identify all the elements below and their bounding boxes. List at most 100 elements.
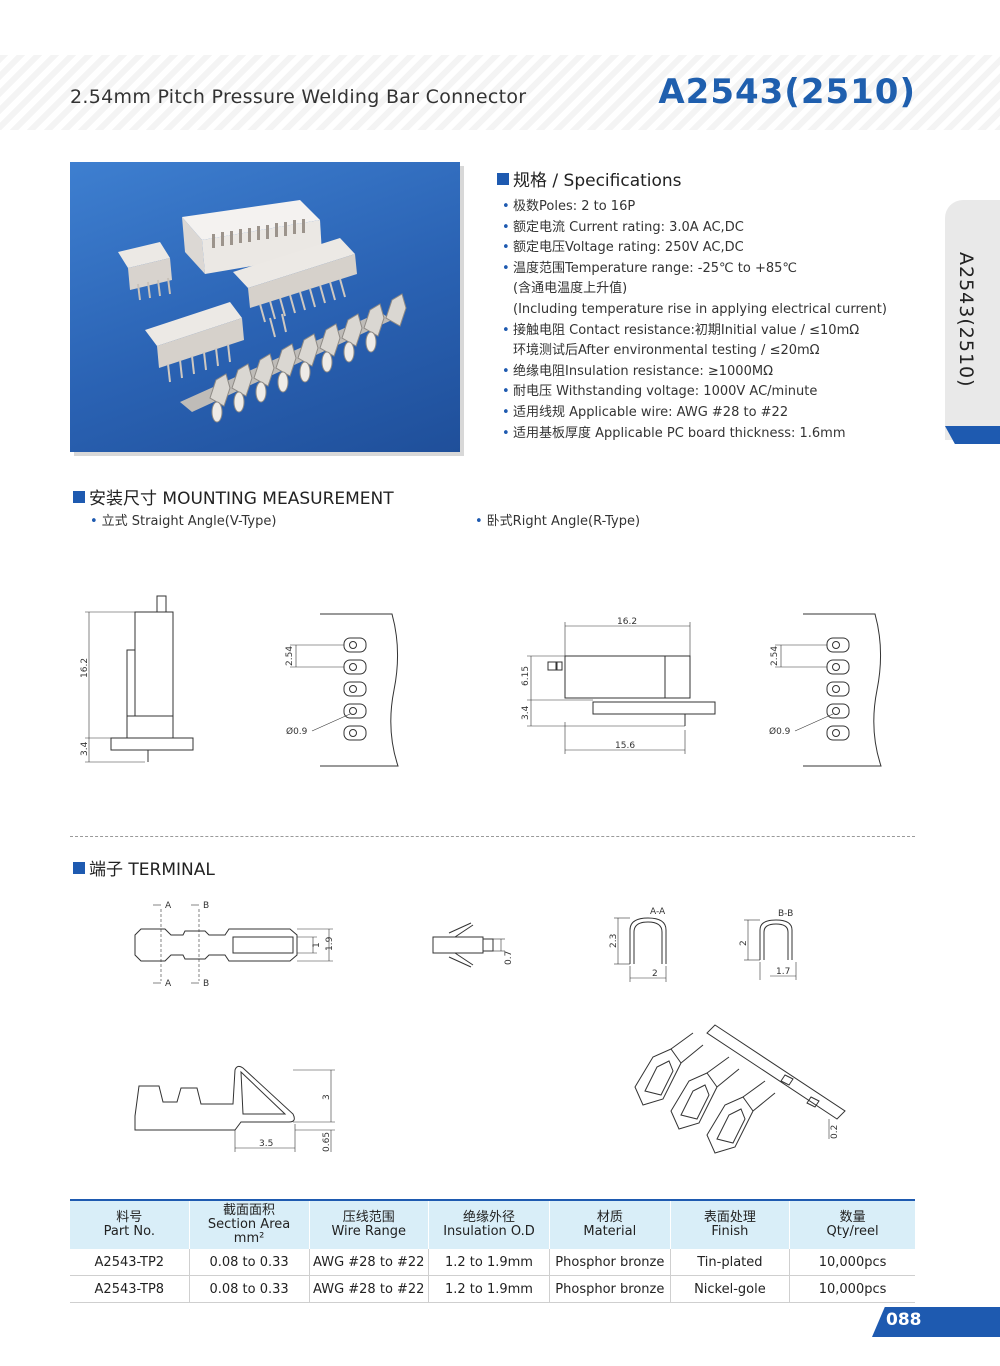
r-type-pcb-drawing: 2.54 Ø0.9: [769, 613, 882, 767]
section-a-mark-top: A: [165, 901, 172, 911]
aa-23-dim: 2.3: [609, 934, 619, 948]
specifications-section: 规格 / Specifications •极数Poles: 2 to 16P •…: [497, 166, 917, 444]
spec-item: •温度范围Temperature range: -25℃ to +85℃: [497, 259, 917, 280]
terminal-heading: 端子 TERMINAL: [73, 855, 215, 880]
table-cell: AWG #28 to #22: [309, 1275, 429, 1303]
bullet-dot-icon: •: [502, 384, 510, 400]
terminal-19-dim: 1.9: [325, 936, 335, 951]
terminal-1-dim: 1: [312, 942, 322, 948]
section-b-mark-bottom: B: [203, 979, 209, 989]
section-aa-drawing: A-A 2.3 2: [609, 907, 667, 982]
section-b-mark-top: B: [203, 901, 209, 911]
table-cell: A2543-TP2: [70, 1249, 190, 1276]
v-hole-dim: Ø0.9: [286, 726, 308, 737]
bullet-dot-icon: •: [502, 404, 510, 420]
spec-item: •耐电压 Withstanding voltage: 1000V AC/minu…: [497, 382, 917, 403]
spec-item-continuation: (Including temperature rise in applying …: [513, 301, 887, 317]
bullet-dot-icon: •: [502, 260, 510, 276]
page-number: 088: [886, 1310, 922, 1330]
terminal-top-drawing: A B A B 1 1.9: [134, 901, 335, 989]
bullet-dot-icon: •: [502, 240, 510, 256]
section-bb-drawing: B-B 2 1.7: [739, 909, 797, 980]
table-cell: Phosphor bronze: [549, 1249, 671, 1276]
v-type-pcb-drawing: 2.54 Ø0.9: [285, 613, 399, 767]
table-cell: 1.2 to 1.9mm: [428, 1275, 550, 1303]
r-type-side-drawing: 16.2 6.15 3.4 15.6: [521, 617, 716, 754]
spec-item: •额定电压Voltage rating: 250V AC,DC: [497, 238, 917, 259]
spec-item: •绝缘电阻Insulation resistance: ≥1000MΩ: [497, 362, 917, 383]
r-hole-dim: Ø0.9: [769, 726, 791, 737]
square-bullet-icon: [73, 861, 85, 874]
bullet-dot-icon: •: [502, 425, 510, 441]
terminal-reel-drawing: 0.2: [634, 1024, 846, 1154]
section-bb-label: B-B: [778, 909, 793, 919]
bb-17-dim: 1.7: [776, 967, 790, 977]
page-subtitle: 2.54mm Pitch Pressure Welding Bar Connec…: [70, 86, 527, 108]
side-tab-accent: [945, 426, 1000, 444]
table-row: A2543-TP2 0.08 to 0.33 AWG #28 to #22 1.…: [70, 1249, 915, 1276]
terminal-side-drawing: 3 3.5 0.65: [134, 1065, 335, 1152]
specifications-list: •极数Poles: 2 to 16P •额定电流 Current rating:…: [497, 197, 917, 444]
section-a-mark-bottom: A: [165, 979, 172, 989]
table-cell: 1.2 to 1.9mm: [428, 1249, 550, 1276]
table-cell: Phosphor bronze: [549, 1275, 671, 1303]
square-bullet-icon: [497, 172, 509, 185]
specifications-heading: 规格 / Specifications: [497, 166, 917, 191]
right-angle-label: •卧式Right Angle(R-Type): [475, 514, 641, 529]
straight-angle-label: •立式 Straight Angle(V-Type): [90, 514, 277, 529]
table-cell: Nickel-gole: [670, 1275, 791, 1303]
page-number-tab: [872, 1307, 1000, 1337]
bullet-dot-icon: •: [502, 199, 510, 214]
spec-item: •适用线规 Applicable wire: AWG #28 to #22: [497, 403, 917, 424]
spec-item: •适用基板厚度 Applicable PC board thickness: 1…: [497, 424, 917, 445]
square-bullet-icon: [73, 490, 85, 503]
table-cell: 10,000pcs: [789, 1249, 915, 1276]
r-bottom-dim: 15.6: [615, 741, 635, 751]
side-065-dim: 0.65: [322, 1132, 332, 1152]
side-tab: [945, 200, 1000, 440]
spec-item-continuation: 环境测试后After environmental testing / ≤20mΩ: [513, 343, 820, 359]
aa-2-dim: 2: [652, 969, 658, 979]
v-base-dim: 3.4: [80, 741, 90, 756]
section-aa-label: A-A: [650, 907, 666, 917]
table-cell: Tin-plated: [670, 1249, 791, 1276]
side-tab-label: A2543(2510): [955, 252, 977, 388]
header-band: [0, 55, 1000, 130]
bullet-dot-icon: •: [502, 322, 510, 338]
side-35-dim: 3.5: [259, 1139, 273, 1149]
product-photo: [70, 162, 460, 452]
terminal-end-drawing: 0.7: [432, 922, 514, 968]
r-width-dim: 16.2: [617, 617, 637, 627]
table-row: A2543-TP8 0.08 to 0.33 AWG #28 to #22 1.…: [70, 1275, 915, 1303]
r-height-dim: 6.15: [521, 666, 531, 686]
bullet-dot-icon: •: [475, 514, 483, 529]
v-height-dim: 16.2: [80, 658, 90, 678]
v-pitch-dim: 2.54: [285, 646, 295, 666]
bullet-dot-icon: •: [90, 514, 98, 529]
section-divider: [70, 836, 915, 837]
model-title: A2543(2510): [658, 72, 916, 112]
mounting-heading: 安装尺寸 MOUNTING MEASUREMENT: [73, 484, 394, 509]
spec-item: •接触电阻 Contact resistance:初期Initial value…: [497, 321, 917, 342]
bb-2-dim: 2: [739, 940, 749, 946]
product-photo-illustration: [118, 200, 407, 423]
r-pitch-dim: 2.54: [770, 646, 780, 666]
reel-02-dim: 0.2: [830, 1125, 840, 1139]
bullet-dot-icon: •: [502, 363, 510, 379]
spec-item-continuation: (含通电温度上升值): [513, 281, 628, 297]
r-base-dim: 3.4: [521, 705, 531, 720]
table-cell: A2543-TP8: [70, 1275, 190, 1303]
table-cell: AWG #28 to #22: [309, 1249, 429, 1276]
table-cell: 10,000pcs: [789, 1275, 915, 1303]
side-3-dim: 3: [322, 1094, 332, 1100]
v-type-side-drawing: 16.2 3.4: [80, 595, 194, 763]
